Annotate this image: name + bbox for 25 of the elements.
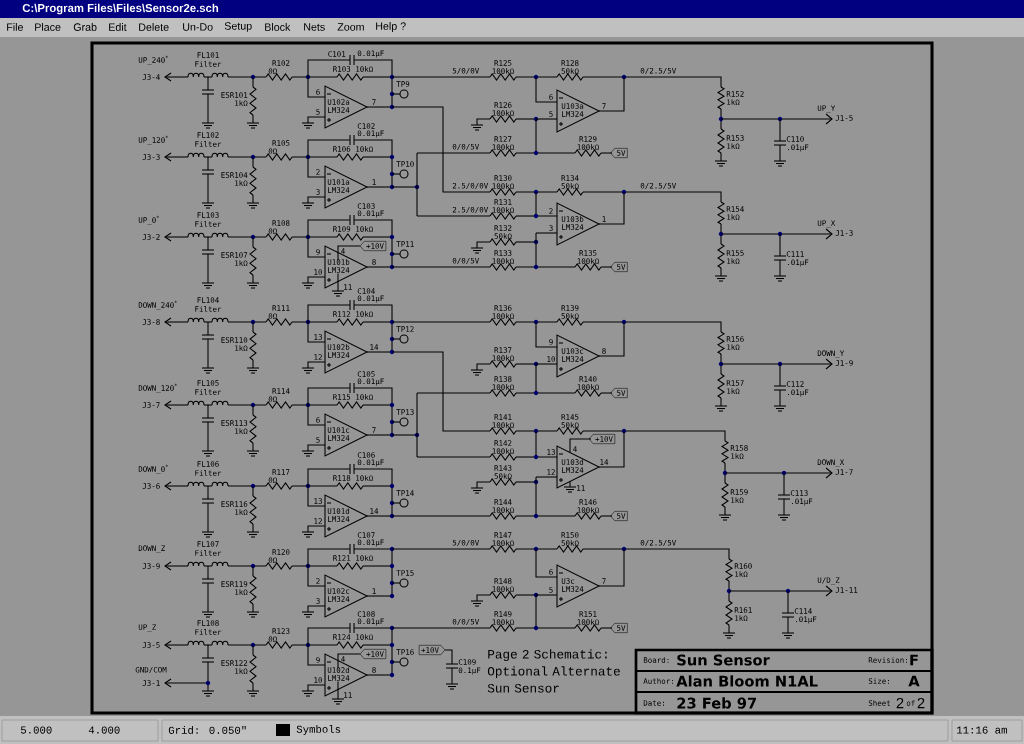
legend-label: Symbols	[296, 725, 341, 735]
menu-item: Edit	[109, 23, 127, 31]
menu-item: Grab	[73, 23, 97, 31]
menu-item: File	[7, 23, 23, 31]
status-text: Grid: 0.050"	[168, 726, 246, 734]
status-text: 11:16 am	[957, 726, 1007, 734]
field-value: A	[908, 675, 920, 687]
menu-item: Place	[35, 23, 61, 31]
menu-item: Help ?	[376, 22, 406, 32]
field-value: Sun Sensor	[677, 654, 770, 666]
menu-item: Nets	[304, 23, 325, 31]
menu-item: Setup	[224, 22, 252, 32]
field-value: 23 Feb 97	[677, 697, 756, 709]
menu-item: Block	[265, 23, 291, 31]
status-text: 4.000	[88, 726, 120, 734]
title-bar: C:\Program Files\Files\Sensor2e.sch	[0, 0, 1024, 18]
menu-item: Zoom	[337, 23, 364, 31]
field-value: 2	[896, 697, 904, 709]
menu-item: Delete	[139, 23, 169, 31]
field-value: Alan Bloom N1AL	[676, 675, 818, 687]
menu-item: Un-Do	[183, 23, 213, 31]
status-text: 5.000	[20, 726, 52, 734]
note-text: Page 2 Schematic: Optional Alternate Sun Sensor	[487, 649, 620, 693]
field-value: F	[910, 654, 918, 666]
field-value: 2	[917, 697, 925, 709]
